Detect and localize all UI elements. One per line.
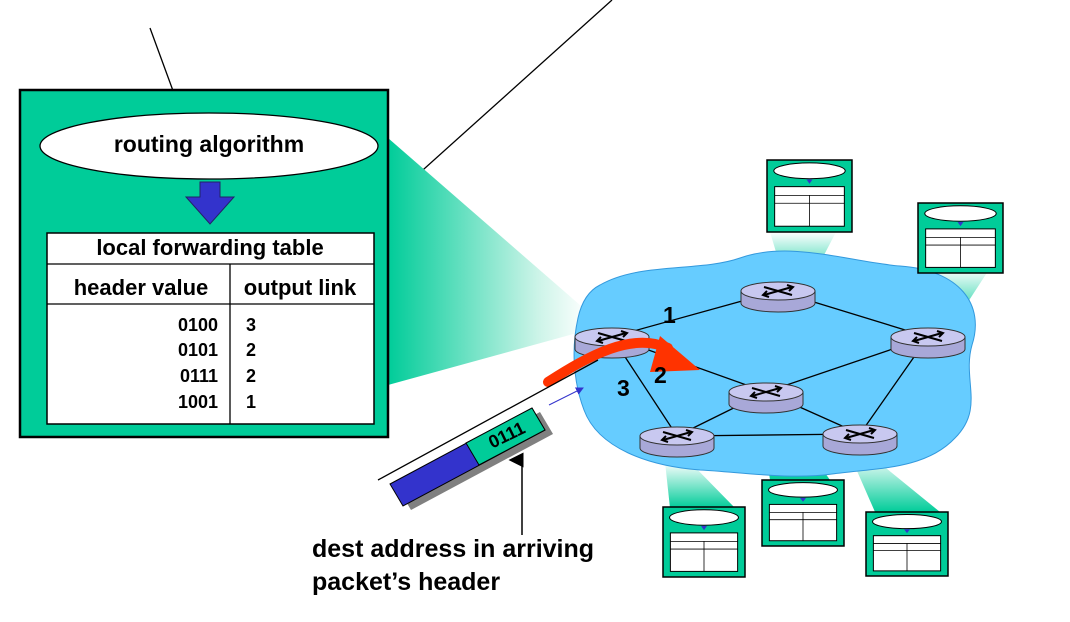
mini-beam-bot1 <box>665 462 735 508</box>
down-arrow-icon <box>184 181 236 225</box>
caption-line-1: dest address in arriving <box>312 535 595 563</box>
curved-arrow-head <box>650 336 700 372</box>
caption-line-2: packet’s header <box>312 568 501 596</box>
routing-algorithm-oval <box>39 112 379 180</box>
router-icon <box>890 327 966 359</box>
port-label-1: 1 <box>663 302 676 328</box>
table-row-link: 1 <box>246 392 257 412</box>
mini-forwarding-table-icon <box>761 479 845 547</box>
network-cloud <box>573 250 976 477</box>
routing-algorithm-label: routing algorithm <box>113 131 305 157</box>
zoom-beam <box>388 138 588 385</box>
mini-forwarding-table-icon <box>766 159 853 233</box>
forwarding-table-title: local forwarding table <box>96 235 324 260</box>
table-row-header: 1001 <box>177 392 218 412</box>
router-icon <box>639 426 715 458</box>
incoming-link-line <box>377 359 599 481</box>
col-header-value: header value <box>73 275 209 300</box>
router-icon <box>740 281 816 313</box>
table-row-header: 0101 <box>177 340 218 360</box>
table-row-link: 2 <box>246 366 257 386</box>
port-label-2: 2 <box>654 362 667 388</box>
mini-forwarding-table-icon <box>917 202 1004 274</box>
packet <box>389 387 584 510</box>
router-icon <box>822 424 898 456</box>
col-output-link: output link <box>243 275 357 300</box>
table-row-link: 2 <box>246 340 257 360</box>
curved-arrow-icon <box>543 337 673 387</box>
mini-forwarding-table-icon <box>865 511 949 577</box>
table-row-link: 3 <box>246 315 257 335</box>
mini-forwarding-table-icon <box>662 506 746 578</box>
port-label-3: 3 <box>617 375 630 401</box>
table-row-header: 0111 <box>179 366 218 386</box>
forwarding-table <box>46 232 375 425</box>
table-row-header: 0100 <box>177 315 218 335</box>
router-icon <box>728 382 804 414</box>
mini-tables <box>662 159 1004 578</box>
